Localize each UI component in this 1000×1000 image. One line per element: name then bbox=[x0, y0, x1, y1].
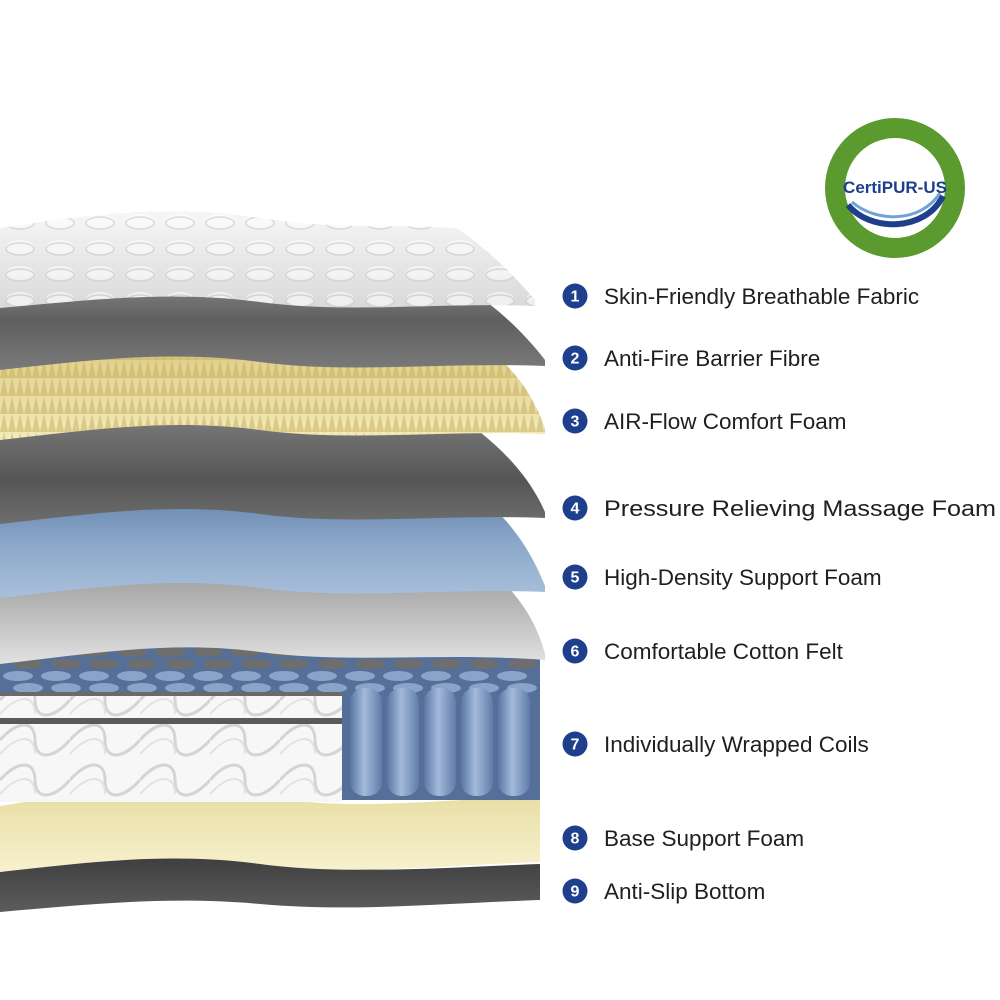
layer-massage-foam bbox=[0, 414, 545, 524]
coil-top bbox=[431, 659, 461, 669]
number-badge-text: 2 bbox=[571, 351, 580, 368]
coil-top bbox=[241, 683, 271, 693]
coil-top bbox=[127, 659, 157, 669]
coil-pocket bbox=[498, 688, 530, 796]
coil-top bbox=[117, 671, 147, 681]
number-badge bbox=[562, 638, 588, 664]
layer-label: Anti-Fire Barrier Fibre bbox=[604, 346, 820, 371]
coil-top bbox=[269, 671, 299, 681]
coil-top bbox=[51, 683, 81, 693]
coil-top bbox=[317, 659, 347, 669]
layer-callout-6: 6 Comfortable Cotton Felt bbox=[562, 638, 844, 664]
layer-callout-7: 7 Individually Wrapped Coils bbox=[562, 731, 869, 757]
coil-top bbox=[469, 659, 499, 669]
layer-callout-1: 1 Skin-Friendly Breathable Fabric bbox=[562, 283, 919, 309]
coil-top bbox=[459, 671, 489, 681]
coil-top bbox=[345, 671, 375, 681]
layer-label: Base Support Foam bbox=[604, 826, 804, 851]
coil-top bbox=[13, 683, 43, 693]
number-badge bbox=[562, 345, 588, 371]
coil-top bbox=[3, 671, 33, 681]
coil-top bbox=[79, 671, 109, 681]
number-badge-text: 3 bbox=[571, 414, 580, 431]
number-badge bbox=[562, 564, 588, 590]
number-badge-text: 4 bbox=[571, 501, 580, 518]
layer-anti-slip-bottom bbox=[0, 851, 540, 912]
number-badge bbox=[562, 825, 588, 851]
number-badge-text: 9 bbox=[571, 884, 580, 901]
coil-top bbox=[307, 671, 337, 681]
coil-top bbox=[393, 659, 423, 669]
coil-pocket bbox=[424, 688, 456, 796]
number-badge bbox=[562, 731, 588, 757]
certipur-logo-text: CertiPUR-US bbox=[843, 178, 947, 197]
layer-label: Pressure Relieving Massage Foam bbox=[604, 496, 996, 521]
coil-pocket bbox=[350, 688, 382, 796]
coil-top bbox=[165, 683, 195, 693]
number-badge bbox=[562, 283, 588, 309]
layer-callout-5: 5 High-Density Support Foam bbox=[562, 564, 882, 590]
layer-wrapped-coils bbox=[0, 640, 540, 802]
coil-top bbox=[317, 683, 347, 693]
layer-label: Anti-Slip Bottom bbox=[604, 879, 765, 904]
layer-label: Individually Wrapped Coils bbox=[604, 732, 869, 757]
certipur-us-badge: CertiPUR-US bbox=[825, 118, 965, 258]
coil-top bbox=[155, 647, 185, 657]
coil-top bbox=[355, 659, 385, 669]
layer-callout-3: 3 AIR-Flow Comfort Foam bbox=[562, 408, 847, 434]
coil-top bbox=[203, 659, 233, 669]
coil-pocket bbox=[461, 688, 493, 796]
coil-top bbox=[497, 671, 527, 681]
coil-top bbox=[231, 671, 261, 681]
number-badge bbox=[562, 878, 588, 904]
coil-top bbox=[193, 671, 223, 681]
coil-top bbox=[127, 683, 157, 693]
coil-pocket bbox=[387, 688, 419, 796]
coil-top bbox=[279, 659, 309, 669]
layer-callout-9: 9 Anti-Slip Bottom bbox=[562, 878, 765, 904]
coil-top bbox=[89, 683, 119, 693]
layer-base-support-foam bbox=[0, 787, 540, 872]
coil-top bbox=[51, 659, 81, 669]
layer-label: Skin-Friendly Breathable Fabric bbox=[604, 284, 919, 309]
number-badge-text: 1 bbox=[571, 289, 580, 306]
coil-top bbox=[421, 671, 451, 681]
coil-top bbox=[383, 671, 413, 681]
layer-label: Comfortable Cotton Felt bbox=[604, 639, 844, 664]
number-badge bbox=[562, 495, 588, 521]
layer-callout-8: 8 Base Support Foam bbox=[562, 825, 804, 851]
number-badge-text: 5 bbox=[571, 570, 580, 587]
number-badge-text: 8 bbox=[571, 831, 580, 848]
coil-top bbox=[241, 659, 271, 669]
layer-callout-2: 2 Anti-Fire Barrier Fibre bbox=[562, 345, 820, 371]
number-badge-text: 6 bbox=[571, 644, 580, 661]
number-badge-text: 7 bbox=[571, 737, 580, 754]
layer-breathable-fabric bbox=[0, 211, 535, 308]
number-badge bbox=[562, 408, 588, 434]
coil-top bbox=[507, 659, 537, 669]
coil-top bbox=[89, 659, 119, 669]
coil-top bbox=[203, 683, 233, 693]
coil-top bbox=[165, 659, 195, 669]
coil-top bbox=[41, 671, 71, 681]
layer-label: High-Density Support Foam bbox=[604, 565, 882, 590]
coil-top bbox=[193, 647, 223, 657]
layer-callout-list: 1 Skin-Friendly Breathable Fabric 2 Anti-Fi… bbox=[562, 283, 996, 904]
coil-top bbox=[155, 671, 185, 681]
coil-top bbox=[279, 683, 309, 693]
layer-callout-4: 4 Pressure Relieving Massage Foam bbox=[562, 495, 996, 521]
layer-label: AIR-Flow Comfort Foam bbox=[604, 409, 847, 434]
